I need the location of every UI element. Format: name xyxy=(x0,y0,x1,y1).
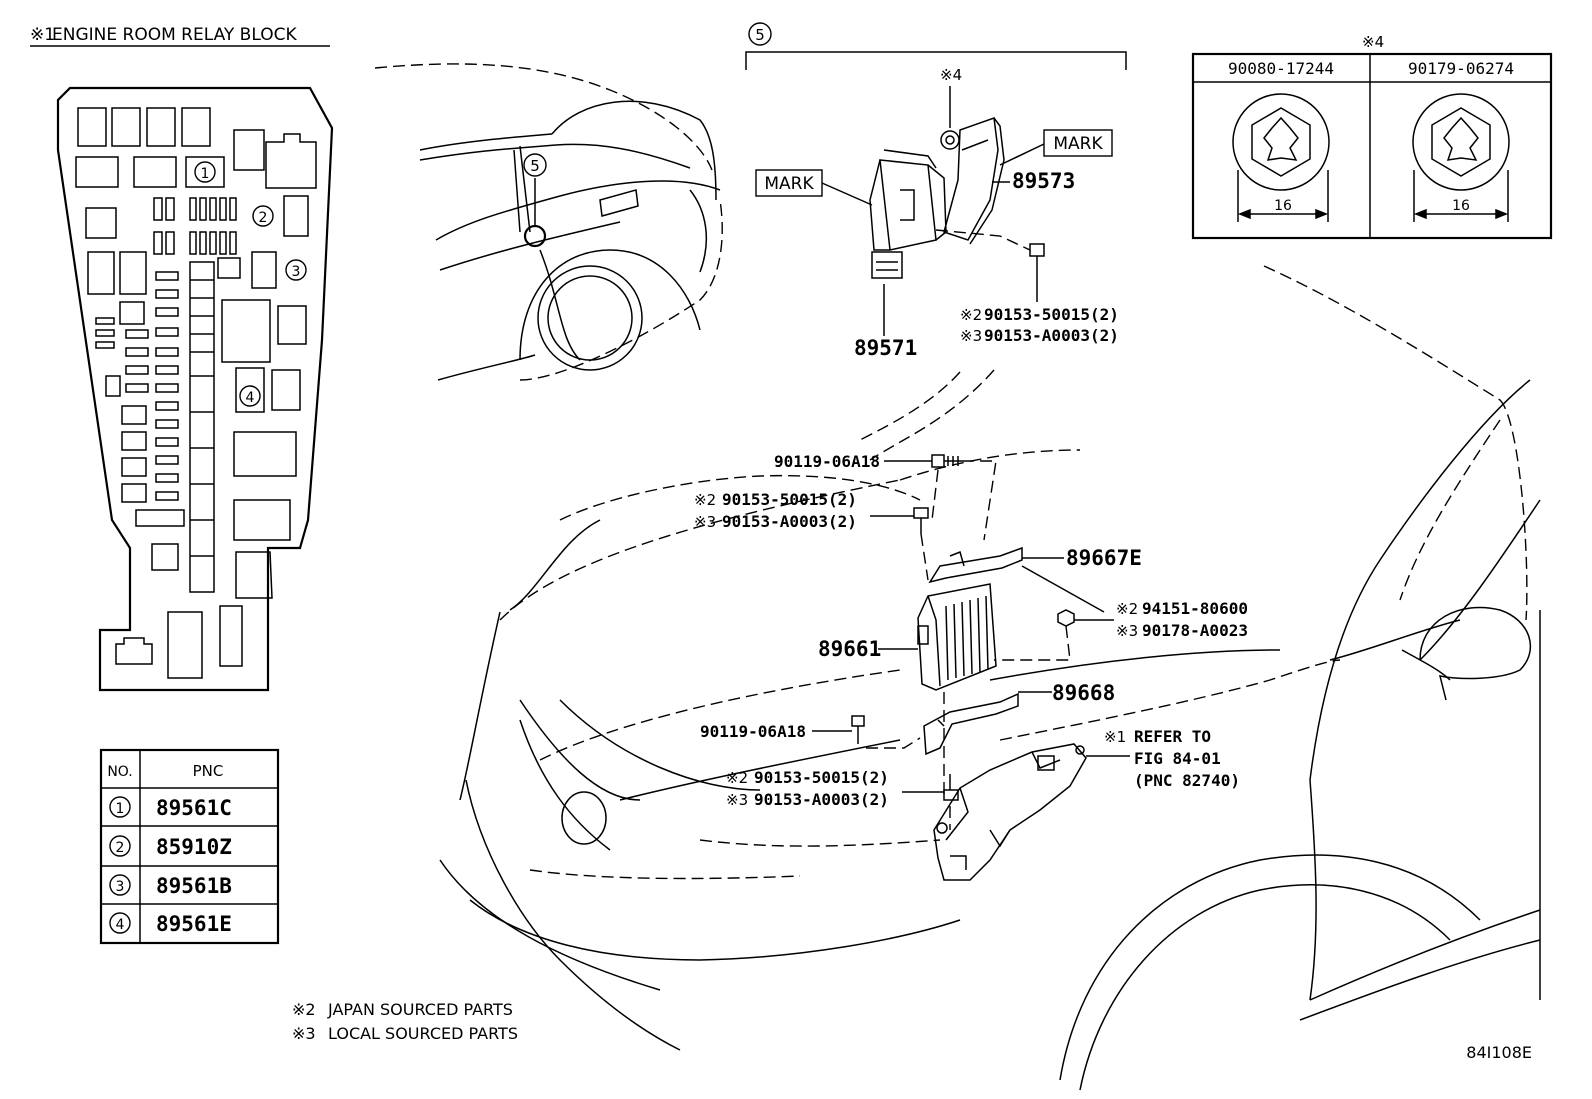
footnote-mark-2: ※2 xyxy=(292,1000,316,1019)
part-89668: 89668 xyxy=(1052,681,1115,705)
svg-text:4: 4 xyxy=(116,917,125,933)
bolt-bottom-icon xyxy=(851,715,865,744)
ecu-nut-line2: 90178-A0023 xyxy=(1142,621,1248,640)
figure-id: 84I108E xyxy=(1466,1043,1532,1062)
pnc-row: 2 85910Z xyxy=(109,835,232,859)
relay-block-assembly-icon xyxy=(933,743,1087,881)
pnc-row: 4 89561E xyxy=(109,912,232,936)
bracket-89667e-icon xyxy=(928,546,1023,584)
relay-callout-3: 3 xyxy=(285,259,307,281)
relay-block-fuses xyxy=(75,107,317,679)
relay-block-section: ※1 ENGINE ROOM RELAY BLOCK xyxy=(30,25,334,692)
footnote-text-2: JAPAN SOURCED PARTS xyxy=(327,1000,513,1019)
dimension-line-1 xyxy=(1237,170,1329,222)
ecu-screw-a-line2: 90153-A0003(2) xyxy=(722,512,857,531)
bracket-89573-icon xyxy=(943,116,1005,245)
ecu-bolt-bottom: 90119-06A18 xyxy=(700,722,806,741)
part-89661: 89661 xyxy=(818,637,881,661)
svg-text:5: 5 xyxy=(755,26,765,44)
svg-text:3: 3 xyxy=(292,264,301,280)
pnc-row: 3 89561B xyxy=(109,874,232,898)
nut-part-1: 90080-17244 xyxy=(1228,59,1334,78)
svg-text:89561C: 89561C xyxy=(156,796,232,820)
dimension-line-2 xyxy=(1413,170,1509,222)
svg-text:2: 2 xyxy=(259,210,268,226)
footnotes: ※2 JAPAN SOURCED PARTS ※3 LOCAL SOURCED … xyxy=(292,1000,518,1043)
ecu-screw-b-line2: 90153-A0003(2) xyxy=(754,790,889,809)
pnc-header-no: NO. xyxy=(107,764,132,780)
ecu-nut-mark1: ※2 xyxy=(1116,600,1138,618)
ecu-89661-icon xyxy=(917,583,997,691)
pnc-table: NO. PNC 1 89561C 2 85910Z 3 89561B 4 895… xyxy=(99,748,280,945)
group5-bolt-line1: 90153-50015(2) xyxy=(984,305,1119,324)
part-89573: 89573 xyxy=(1012,169,1075,193)
bolt-top-icon xyxy=(931,454,962,468)
group5-bolt-mark2: ※3 xyxy=(960,327,982,345)
screw-a-icon xyxy=(913,507,929,534)
nut-90080-icon xyxy=(1232,93,1330,191)
pnc-row: 1 89561C xyxy=(109,796,232,820)
svg-text:89561E: 89561E xyxy=(156,912,232,936)
dimension-value-2: 16 xyxy=(1452,198,1470,214)
mark-label-left: MARK xyxy=(764,174,814,194)
svg-text:4: 4 xyxy=(246,390,255,406)
front-car-illustration xyxy=(439,265,1541,1091)
mark-label-right-box xyxy=(1043,129,1113,157)
ecu-nut-line1: 94151-80600 xyxy=(1142,599,1248,618)
svg-text:3: 3 xyxy=(116,879,125,895)
screw-b-icon xyxy=(943,774,959,801)
nut-table-title: ※4 xyxy=(1362,33,1384,51)
ecu-screw-b-mark2: ※3 xyxy=(726,791,748,809)
group5-bracket xyxy=(745,51,1127,70)
ecu-screw-a-mark1: ※2 xyxy=(694,491,716,509)
refer-line1: REFER TO xyxy=(1134,727,1211,746)
relay-block-outline xyxy=(56,86,334,692)
group5-bolt-line2: 90153-A0003(2) xyxy=(984,326,1119,345)
group5-nut-mark: ※4 xyxy=(940,66,962,84)
relay-callout-2: 2 xyxy=(252,205,274,227)
part-89667e: 89667E xyxy=(1066,546,1142,570)
svg-text:2: 2 xyxy=(116,840,125,856)
nut-table: ※4 90080-17244 90179-06274 16 xyxy=(1191,33,1553,240)
svg-text:5: 5 xyxy=(530,157,540,175)
nut-90179-icon xyxy=(1412,93,1510,191)
rear-car-illustration: 5 xyxy=(374,63,723,381)
part-89571: 89571 xyxy=(854,336,917,360)
ecu-screw-a-mark2: ※3 xyxy=(694,513,716,531)
mark-label-left-box xyxy=(755,169,823,197)
dimension-value-1: 16 xyxy=(1274,198,1292,214)
bolt-icon xyxy=(1029,243,1045,282)
bracket-89668-icon xyxy=(923,692,1019,756)
relay-callout-4: 4 xyxy=(239,385,261,407)
group5-section: 5 ※4 MARK MARK xyxy=(745,22,1127,360)
group5-bracket-callout: 5 xyxy=(748,22,772,46)
relay-block-title: ENGINE ROOM RELAY BLOCK xyxy=(52,25,297,45)
ecu-section: 90119-06A18 ※2 90153-50015(2) ※3 90153-A… xyxy=(694,452,1248,881)
ecu-screw-b-mark1: ※2 xyxy=(726,769,748,787)
refer-mark: ※1 xyxy=(1104,728,1126,746)
ecu-nut-mark2: ※3 xyxy=(1116,622,1138,640)
ecu-bolt-top: 90119-06A18 xyxy=(774,452,880,471)
svg-text:85910Z: 85910Z xyxy=(156,835,232,859)
car-callout-5: 5 xyxy=(523,153,547,177)
relay-callout-1: 1 xyxy=(194,161,216,183)
group5-bolt-mark1: ※2 xyxy=(960,306,982,324)
svg-text:1: 1 xyxy=(201,166,210,182)
refer-line3: (PNC 82740) xyxy=(1134,771,1240,790)
svg-text:89561B: 89561B xyxy=(156,874,232,898)
relay-block-title-mark: ※1 xyxy=(30,25,55,45)
footnote-text-3: LOCAL SOURCED PARTS xyxy=(328,1024,518,1043)
sensor-89571-icon xyxy=(869,149,947,279)
ecu-screw-b-line1: 90153-50015(2) xyxy=(754,768,889,787)
mark-label-right: MARK xyxy=(1053,134,1103,154)
refer-line2: FIG 84-01 xyxy=(1134,749,1221,768)
nut-ecu-icon xyxy=(1057,609,1075,627)
ecu-screw-a-line1: 90153-50015(2) xyxy=(722,490,857,509)
nut-4-icon xyxy=(940,130,960,150)
svg-text:1: 1 xyxy=(116,801,125,817)
pnc-header-pnc: PNC xyxy=(193,762,224,780)
footnote-mark-3: ※3 xyxy=(292,1024,316,1043)
nut-part-2: 90179-06274 xyxy=(1408,59,1514,78)
